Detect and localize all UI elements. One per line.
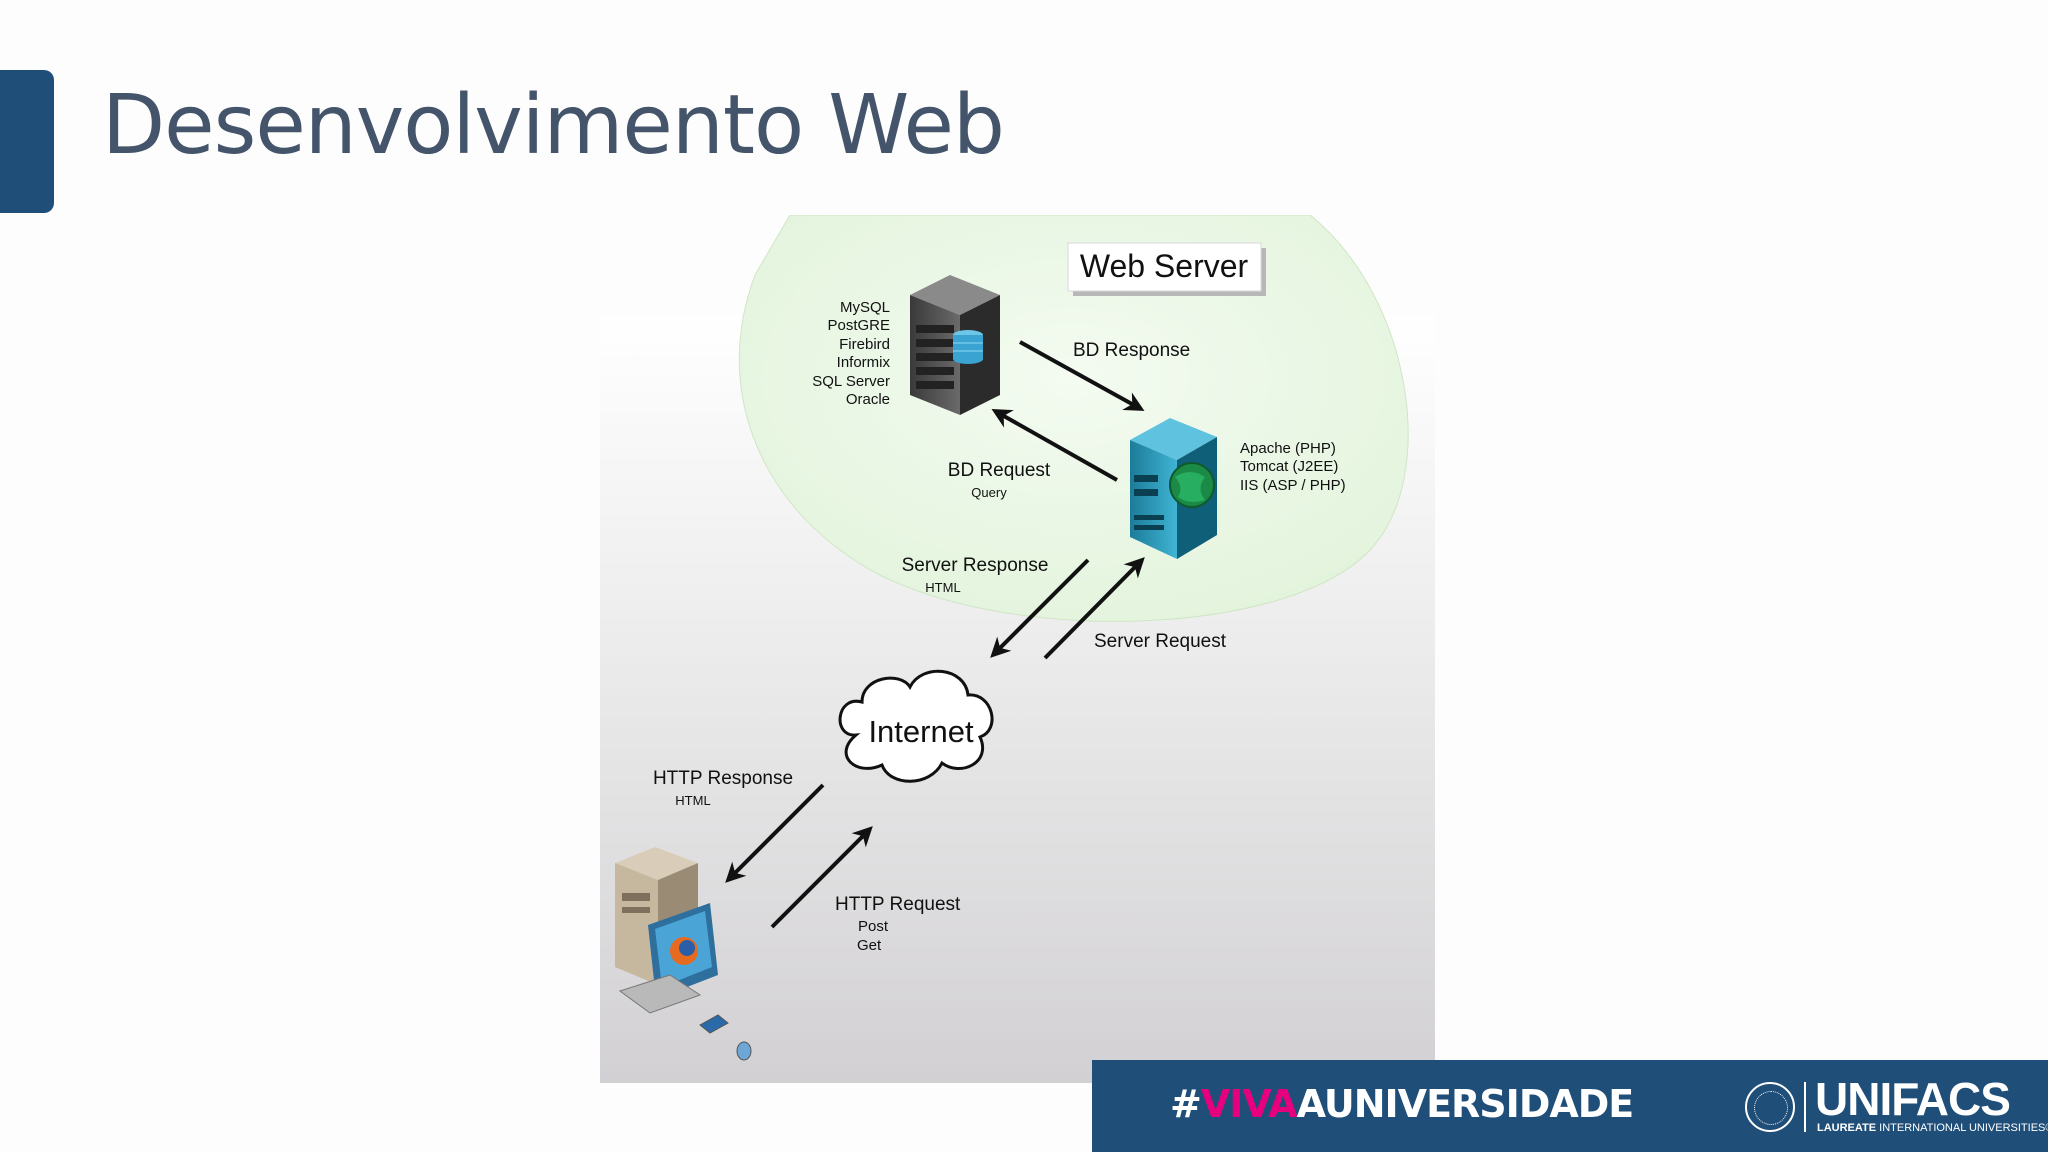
logo-divider	[1804, 1082, 1806, 1132]
web-server-label-box: Web Server	[1067, 242, 1266, 296]
app-server-list: Apache (PHP) Tomcat (J2EE) IIS (ASP / PH…	[1240, 440, 1346, 494]
database-item: Informix	[837, 354, 891, 371]
server-response-label: Server Response	[902, 555, 1049, 576]
footer-banner: #VIVAAUNIVERSIDADE UNIFACS LAUREATE INTE…	[1092, 1060, 2048, 1152]
http-response-sublabel: HTML	[675, 793, 710, 808]
server-request-arrow	[1043, 557, 1145, 660]
database-server-icon	[910, 275, 1000, 415]
app-server-item: IIS (ASP / PHP)	[1240, 477, 1346, 494]
web-server-icon	[1130, 418, 1217, 559]
campaign-hashtag: #VIVAAUNIVERSIDADE	[1170, 1082, 1635, 1126]
bd-response-label: BD Response	[1073, 340, 1190, 361]
client-computer-icon	[615, 847, 752, 1061]
hashtag-rest: AUNIVERSIDADE	[1296, 1082, 1635, 1126]
database-list: MySQL PostGRE Firebird Informix SQL Serv…	[812, 299, 890, 408]
app-server-item: Tomcat (J2EE)	[1240, 458, 1338, 475]
web-server-label: Web Server	[1080, 248, 1249, 284]
logo-tagline: LAUREATE INTERNATIONAL UNIVERSITIES®	[1817, 1122, 2048, 1134]
server-response-sublabel: HTML	[925, 580, 960, 595]
accent-bar	[0, 70, 54, 213]
university-seal-icon	[1745, 1082, 1795, 1132]
http-request-sublabel: Get	[857, 937, 882, 954]
unifacs-logo: UNIFACS	[1815, 1073, 2011, 1125]
web-architecture-diagram: Web Server MySQL PostGRE Firebird Inform…	[600, 215, 1435, 1083]
server-response-arrow	[990, 558, 1090, 658]
logo-tag-bold: LAUREATE	[1817, 1122, 1877, 1134]
server-request-label: Server Request	[1094, 631, 1227, 652]
logo-tag-rest: INTERNATIONAL UNIVERSITIES®	[1876, 1122, 2048, 1134]
http-response-label: HTTP Response	[653, 768, 793, 789]
database-item: PostGRE	[827, 317, 890, 334]
app-server-item: Apache (PHP)	[1240, 440, 1336, 457]
bd-request-arrow	[991, 409, 1118, 482]
http-request-sublabel: Post	[858, 918, 889, 935]
database-item: MySQL	[840, 299, 890, 316]
hashtag-viva: VIVA	[1200, 1082, 1298, 1126]
hashtag-symbol: #	[1170, 1082, 1202, 1126]
internet-cloud: Internet	[838, 669, 994, 783]
http-request-label: HTTP Request	[835, 894, 961, 915]
http-response-arrow	[725, 783, 825, 883]
database-item: Oracle	[846, 391, 890, 408]
database-item: SQL Server	[812, 373, 890, 390]
http-request-arrow	[770, 826, 873, 929]
internet-label: Internet	[868, 714, 974, 749]
bd-request-label: BD Request	[948, 460, 1051, 481]
bd-response-arrow	[1019, 340, 1145, 411]
slide-title: Desenvolvimento Web	[102, 78, 1005, 173]
database-item: Firebird	[839, 336, 890, 353]
web-server-zone	[738, 215, 1409, 622]
bd-request-sublabel: Query	[971, 485, 1007, 500]
